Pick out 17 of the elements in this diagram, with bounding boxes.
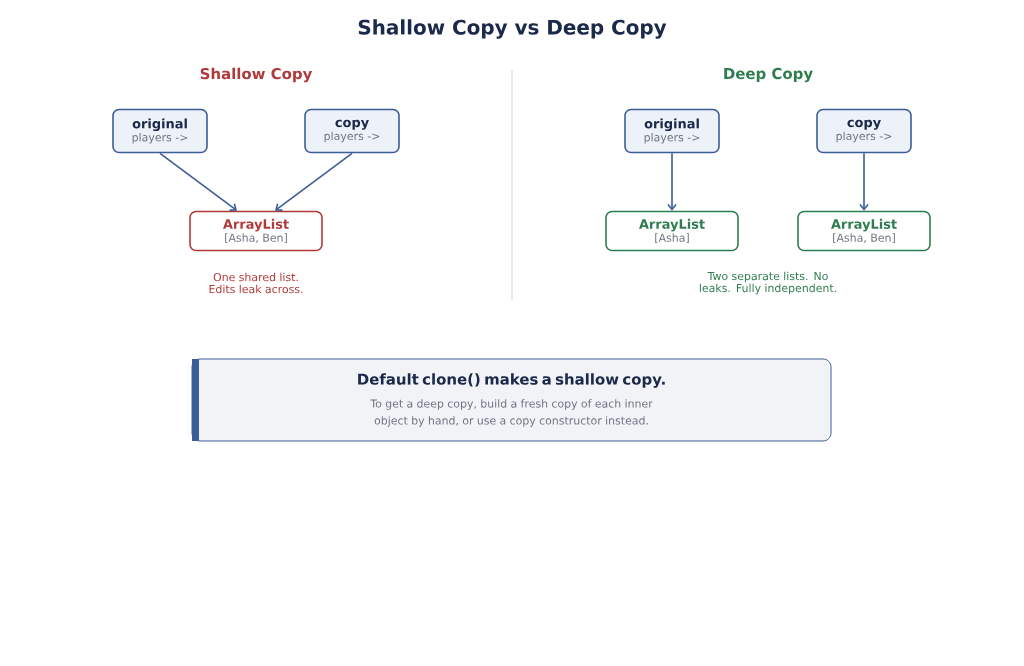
arrow xyxy=(667,152,677,211)
list-box: ArrayList [Asha, Ben] xyxy=(189,210,323,252)
caption: Two separate lists. No leaks. Fully independent. xyxy=(699,271,836,295)
arrow xyxy=(859,152,869,211)
object-box: original players -> xyxy=(624,108,720,154)
section-heading: Shallow Copy xyxy=(200,67,313,83)
caption: One shared list. Edits leak across. xyxy=(209,272,303,294)
list-box: ArrayList [Asha] xyxy=(605,210,739,252)
arrow xyxy=(275,152,353,211)
object-box: copy players -> xyxy=(816,108,912,154)
object-box: original players -> xyxy=(112,108,208,154)
list-box: ArrayList [Asha, Ben] xyxy=(797,210,931,252)
object-box: copy players -> xyxy=(304,108,400,154)
title: Shallow Copy vs Deep Copy xyxy=(358,19,667,39)
section-heading: Deep Copy xyxy=(724,67,813,83)
arrow xyxy=(159,152,237,211)
note-box: Default clone() makes a shallow copy. To get a deep copy, build a fresh copy of each inner object by hand, or use a copy constructor instead. xyxy=(191,358,832,442)
